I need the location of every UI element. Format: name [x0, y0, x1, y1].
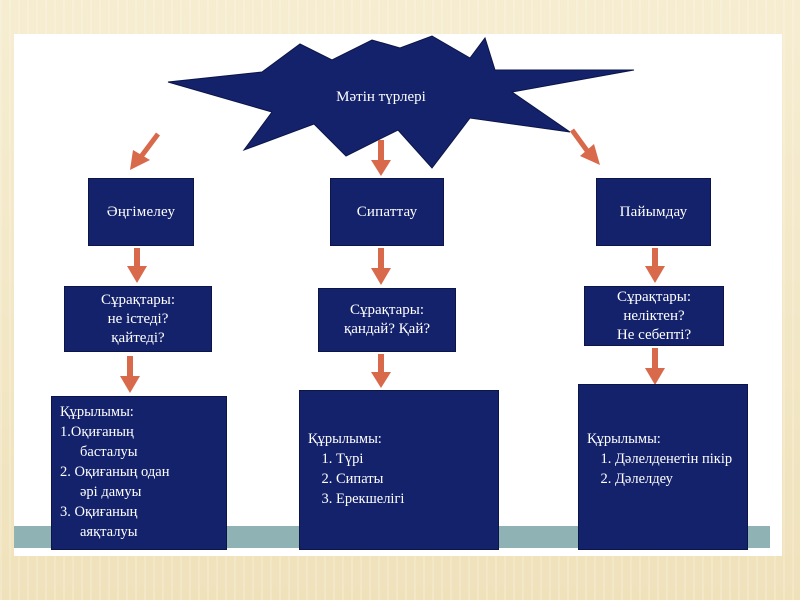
question-line: Не себепті?	[616, 326, 692, 343]
node-description-title: Сипаттау	[330, 178, 444, 246]
question-line: неліктен?	[623, 307, 685, 324]
node-reasoning-structure: Құрылымы: Дәлелденетін пікір Дәлелдеу	[578, 384, 748, 550]
root-label: Мәтін түрлері	[336, 89, 426, 105]
node-narration-title: Әңгімелеу	[88, 178, 194, 246]
node-reasoning-questions: Сұрақтары: неліктен? Не себепті?	[584, 286, 724, 346]
node-reasoning-title: Пайымдау	[596, 178, 711, 246]
structure-item: Сипаты	[336, 469, 490, 489]
structure-item: Дәлелденетін пікір	[615, 449, 739, 469]
structure-item: Түрі	[336, 449, 490, 469]
structure-item: Ерекшелігі	[336, 489, 490, 509]
structure-heading: Құрылымы:	[308, 431, 382, 447]
structure-item: Дәлелдеу	[615, 469, 739, 489]
node-narration-questions: Сұрақтары: не істеді? қайтеді?	[64, 286, 212, 352]
question-line: қайтеді?	[111, 329, 165, 346]
questions-heading: Сұрақтары:	[100, 291, 176, 308]
node-description-structure: Құрылымы: Түрі Сипаты Ерекшелігі	[299, 390, 499, 550]
node-narration-structure: Құрылымы: 1.Оқиғаның басталуы 2. Оқиғаны…	[51, 396, 227, 550]
questions-heading: Сұрақтары:	[616, 288, 692, 305]
question-line: қандай? Қай?	[343, 321, 431, 337]
question-line: не істеді?	[107, 310, 169, 327]
structure-line: 3. Оқиғаның	[60, 504, 138, 520]
questions-heading: Сұрақтары:	[349, 302, 425, 318]
structure-heading: Құрылымы:	[587, 431, 661, 447]
structure-line: басталуы	[80, 444, 138, 460]
structure-line: 1.Оқиғаның	[60, 424, 134, 440]
node-description-questions: Сұрақтары: қандай? Қай?	[318, 288, 456, 352]
structure-line: аяқталуы	[80, 524, 138, 540]
structure-line: әрі дамуы	[80, 484, 142, 500]
structure-heading: Құрылымы:	[60, 404, 134, 420]
structure-line: 2. Оқиғаның одан	[60, 464, 170, 480]
